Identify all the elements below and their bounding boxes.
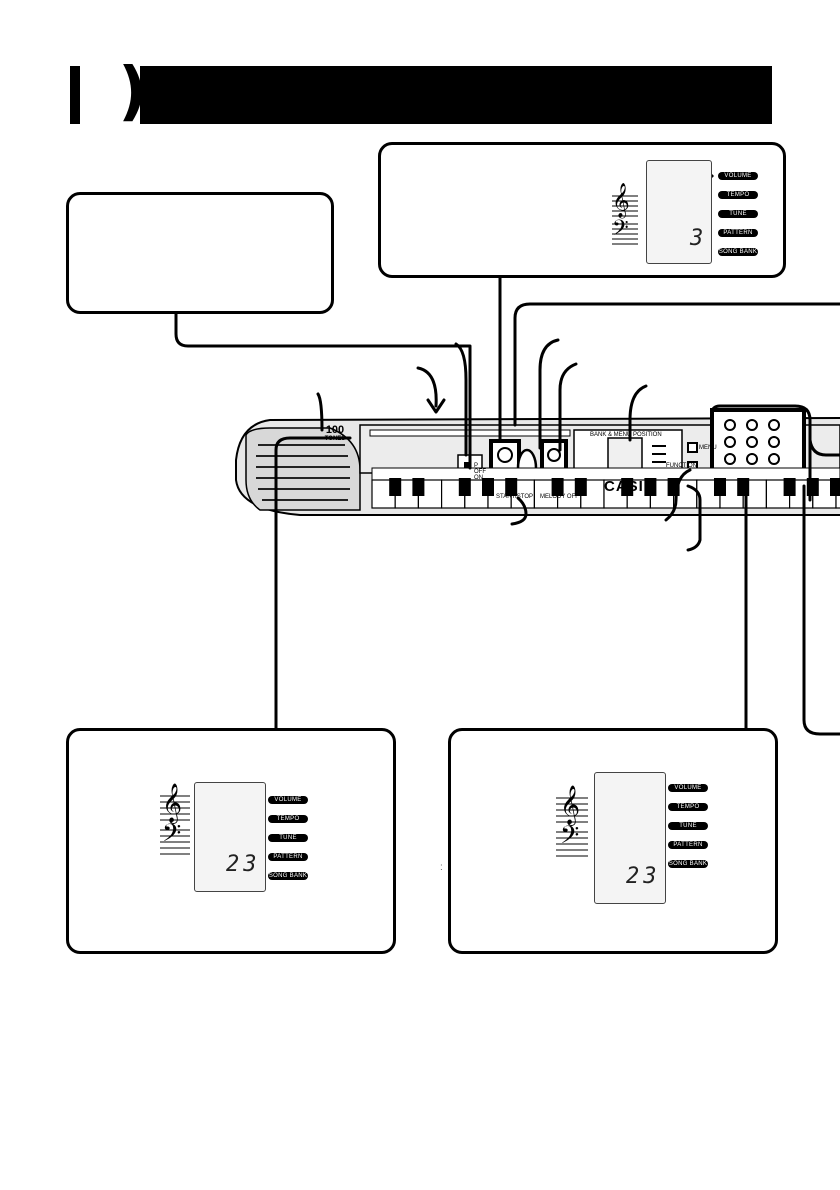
treble-clef-icon: 𝄞 [612,183,630,218]
treble-clef-icon: 𝄞 [162,783,183,823]
melody-caption: MELODY OFF [540,494,579,500]
black-key [574,478,587,496]
menu-item-tune: TUNE [268,834,308,842]
bass-clef-icon: 𝄢 [612,216,629,246]
bass-clef-icon: 𝄢 [560,821,580,856]
tones-badge-number: 100 [325,424,345,436]
black-key [830,478,840,496]
menu-item-volume: VOLUME [268,796,308,804]
black-key [644,478,657,496]
menu-item-tempo: TEMPO [668,803,708,811]
treble-clef-icon: 𝄞 [560,785,581,825]
menu-item-volume: VOLUME [718,172,758,180]
lcd-top [646,160,712,264]
tones-badge-word: TONES [324,436,346,442]
function-button-caption: FUNCTION [666,463,697,469]
lcd-bottom-right-digits: 23 [626,864,661,889]
menu-item-tune: TUNE [668,822,708,830]
leader-lines [174,276,840,736]
menu-item-volume: VOLUME [668,784,708,792]
black-key [551,478,564,496]
callout-power-switch [66,192,334,314]
brand-logo: CASIO [604,478,657,495]
tones-badge: 100 TONES [320,425,350,443]
menu-item-tune: TUNE [718,210,758,218]
power-switch-labels: P OFF ON [474,463,486,481]
menu-item-tempo: TEMPO [718,191,758,199]
bass-clef-icon: 𝄢 [162,819,182,854]
lcd-top-menu: VOLUME TEMPO TUNE PATTERN SONG BANK [718,172,758,267]
metronome-icons [226,194,692,832]
black-key [783,478,796,496]
menu-pointers [258,172,714,862]
switch-label-p: P [474,463,479,469]
start-stop-caption: START/STOP [496,494,534,500]
menu-button [687,442,698,453]
menu-item-song-bank: SONG BANK [668,860,708,868]
menu-item-tempo: TEMPO [268,815,308,823]
black-key [412,478,425,496]
menu-item-pattern: PATTERN [718,229,758,237]
led-caption: BANK & MENU POSITION [590,432,662,438]
switch-label-on: ON [474,475,483,481]
menu-item-song-bank: SONG BANK [718,248,758,256]
menu-item-pattern: PATTERN [668,841,708,849]
speaker-grille [256,444,350,501]
lcd-bottom-right [594,772,666,904]
black-key [389,478,402,496]
lcd-bottom-left [194,782,266,892]
menu-item-song-bank: SONG BANK [268,872,308,880]
title-bar [140,66,772,124]
black-key [714,478,726,496]
lcd-top-digits: 3 [690,226,708,251]
menu-button-caption: MENU [699,445,717,451]
black-key [458,478,471,496]
lcd-bottom-left-menu: VOLUME TEMPO TUNE PATTERN SONG BANK [268,796,308,891]
lcd-bottom-right-menu: VOLUME TEMPO TUNE PATTERN SONG BANK [668,784,708,879]
black-key [482,478,494,496]
black-key [621,478,634,496]
stray-mark: : [440,862,443,873]
switch-label-off: OFF [474,469,486,475]
menu-item-pattern: PATTERN [268,853,308,861]
black-key [505,478,518,496]
callout-tempo-display [378,142,786,278]
title-bracket-left [70,66,80,124]
lcd-bottom-left-digits: 23 [226,852,261,877]
